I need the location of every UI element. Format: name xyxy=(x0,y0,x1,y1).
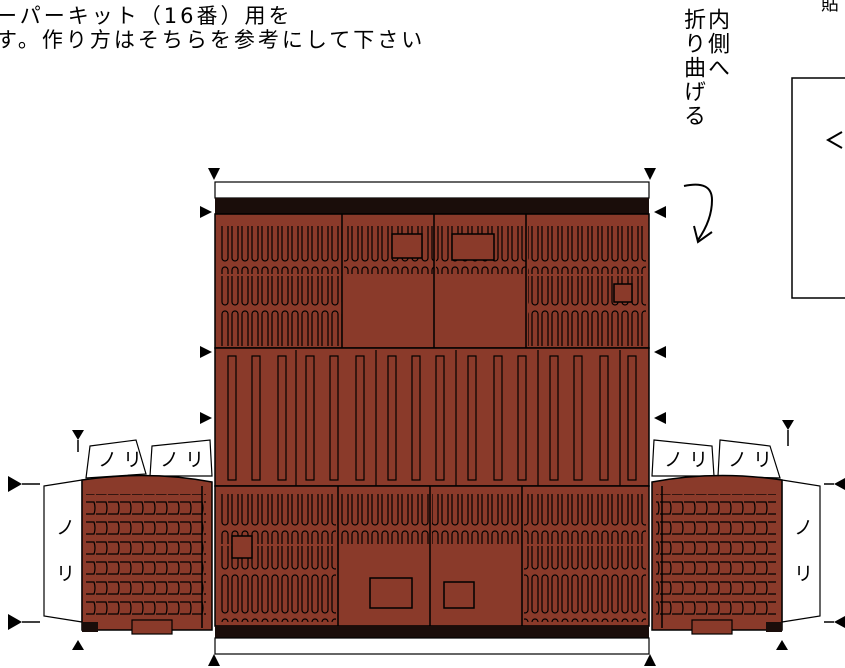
right-part-outline xyxy=(791,77,845,299)
fold-arrow-icon xyxy=(683,183,714,241)
glue-side-right-1: ノ xyxy=(794,517,813,539)
mark-left-2-icon xyxy=(200,346,212,358)
glue-side-right-2: リ xyxy=(794,563,813,585)
mark-right-end-side-2-icon xyxy=(834,616,845,628)
mark-left-end-side-1-icon xyxy=(8,476,22,492)
mark-right-end-side-1-icon xyxy=(834,478,845,490)
fold-arrowhead-icon xyxy=(693,225,713,244)
glue-tab-right-2: ノ リ xyxy=(728,449,772,471)
right-arrow-icon xyxy=(825,131,843,149)
mark-left-1-icon xyxy=(200,206,212,218)
mark-top-right-icon xyxy=(644,168,656,180)
mark-bottom-right-icon xyxy=(644,654,656,666)
glue-tab-left-2: ノ リ xyxy=(160,449,204,471)
glue-tab-right-1: ノ リ xyxy=(664,449,708,471)
car-body-panel xyxy=(214,181,650,655)
mark-right-end-bottom-icon xyxy=(776,640,788,650)
fold-note-inward: 内側へ xyxy=(704,8,729,80)
mark-right-end-top-icon xyxy=(782,420,794,430)
right-end-panel: ノ リ ノ リ ノ リ xyxy=(651,439,821,635)
mark-right-1-icon xyxy=(654,206,666,218)
mark-left-end-bottom-icon xyxy=(72,640,84,650)
glue-side-left-2: リ xyxy=(56,563,75,585)
instruction-line-1: ーパーキット（16番）用を xyxy=(0,4,293,28)
fold-note-fold: 折り曲げる xyxy=(680,8,705,128)
left-end-panel: ノ リ ノ リ ノ リ xyxy=(43,439,213,635)
mark-left-end-top-icon xyxy=(72,430,84,440)
mark-top-left-icon xyxy=(208,168,220,180)
mark-left-end-side-2-icon xyxy=(8,614,22,630)
mark-left-3-icon xyxy=(200,412,212,424)
mark-bottom-left-icon xyxy=(208,654,220,666)
instruction-line-2: す。作り方はそちらを参考にして下さい xyxy=(0,28,426,52)
mark-right-3-icon xyxy=(654,412,666,424)
registration-marks xyxy=(8,168,845,666)
glue-side-left-1: ノ xyxy=(56,517,75,539)
glue-tab-left-1: ノ リ xyxy=(98,449,142,471)
mark-right-2-icon xyxy=(654,346,666,358)
paste-label-fragment: 貼 xyxy=(821,0,839,15)
